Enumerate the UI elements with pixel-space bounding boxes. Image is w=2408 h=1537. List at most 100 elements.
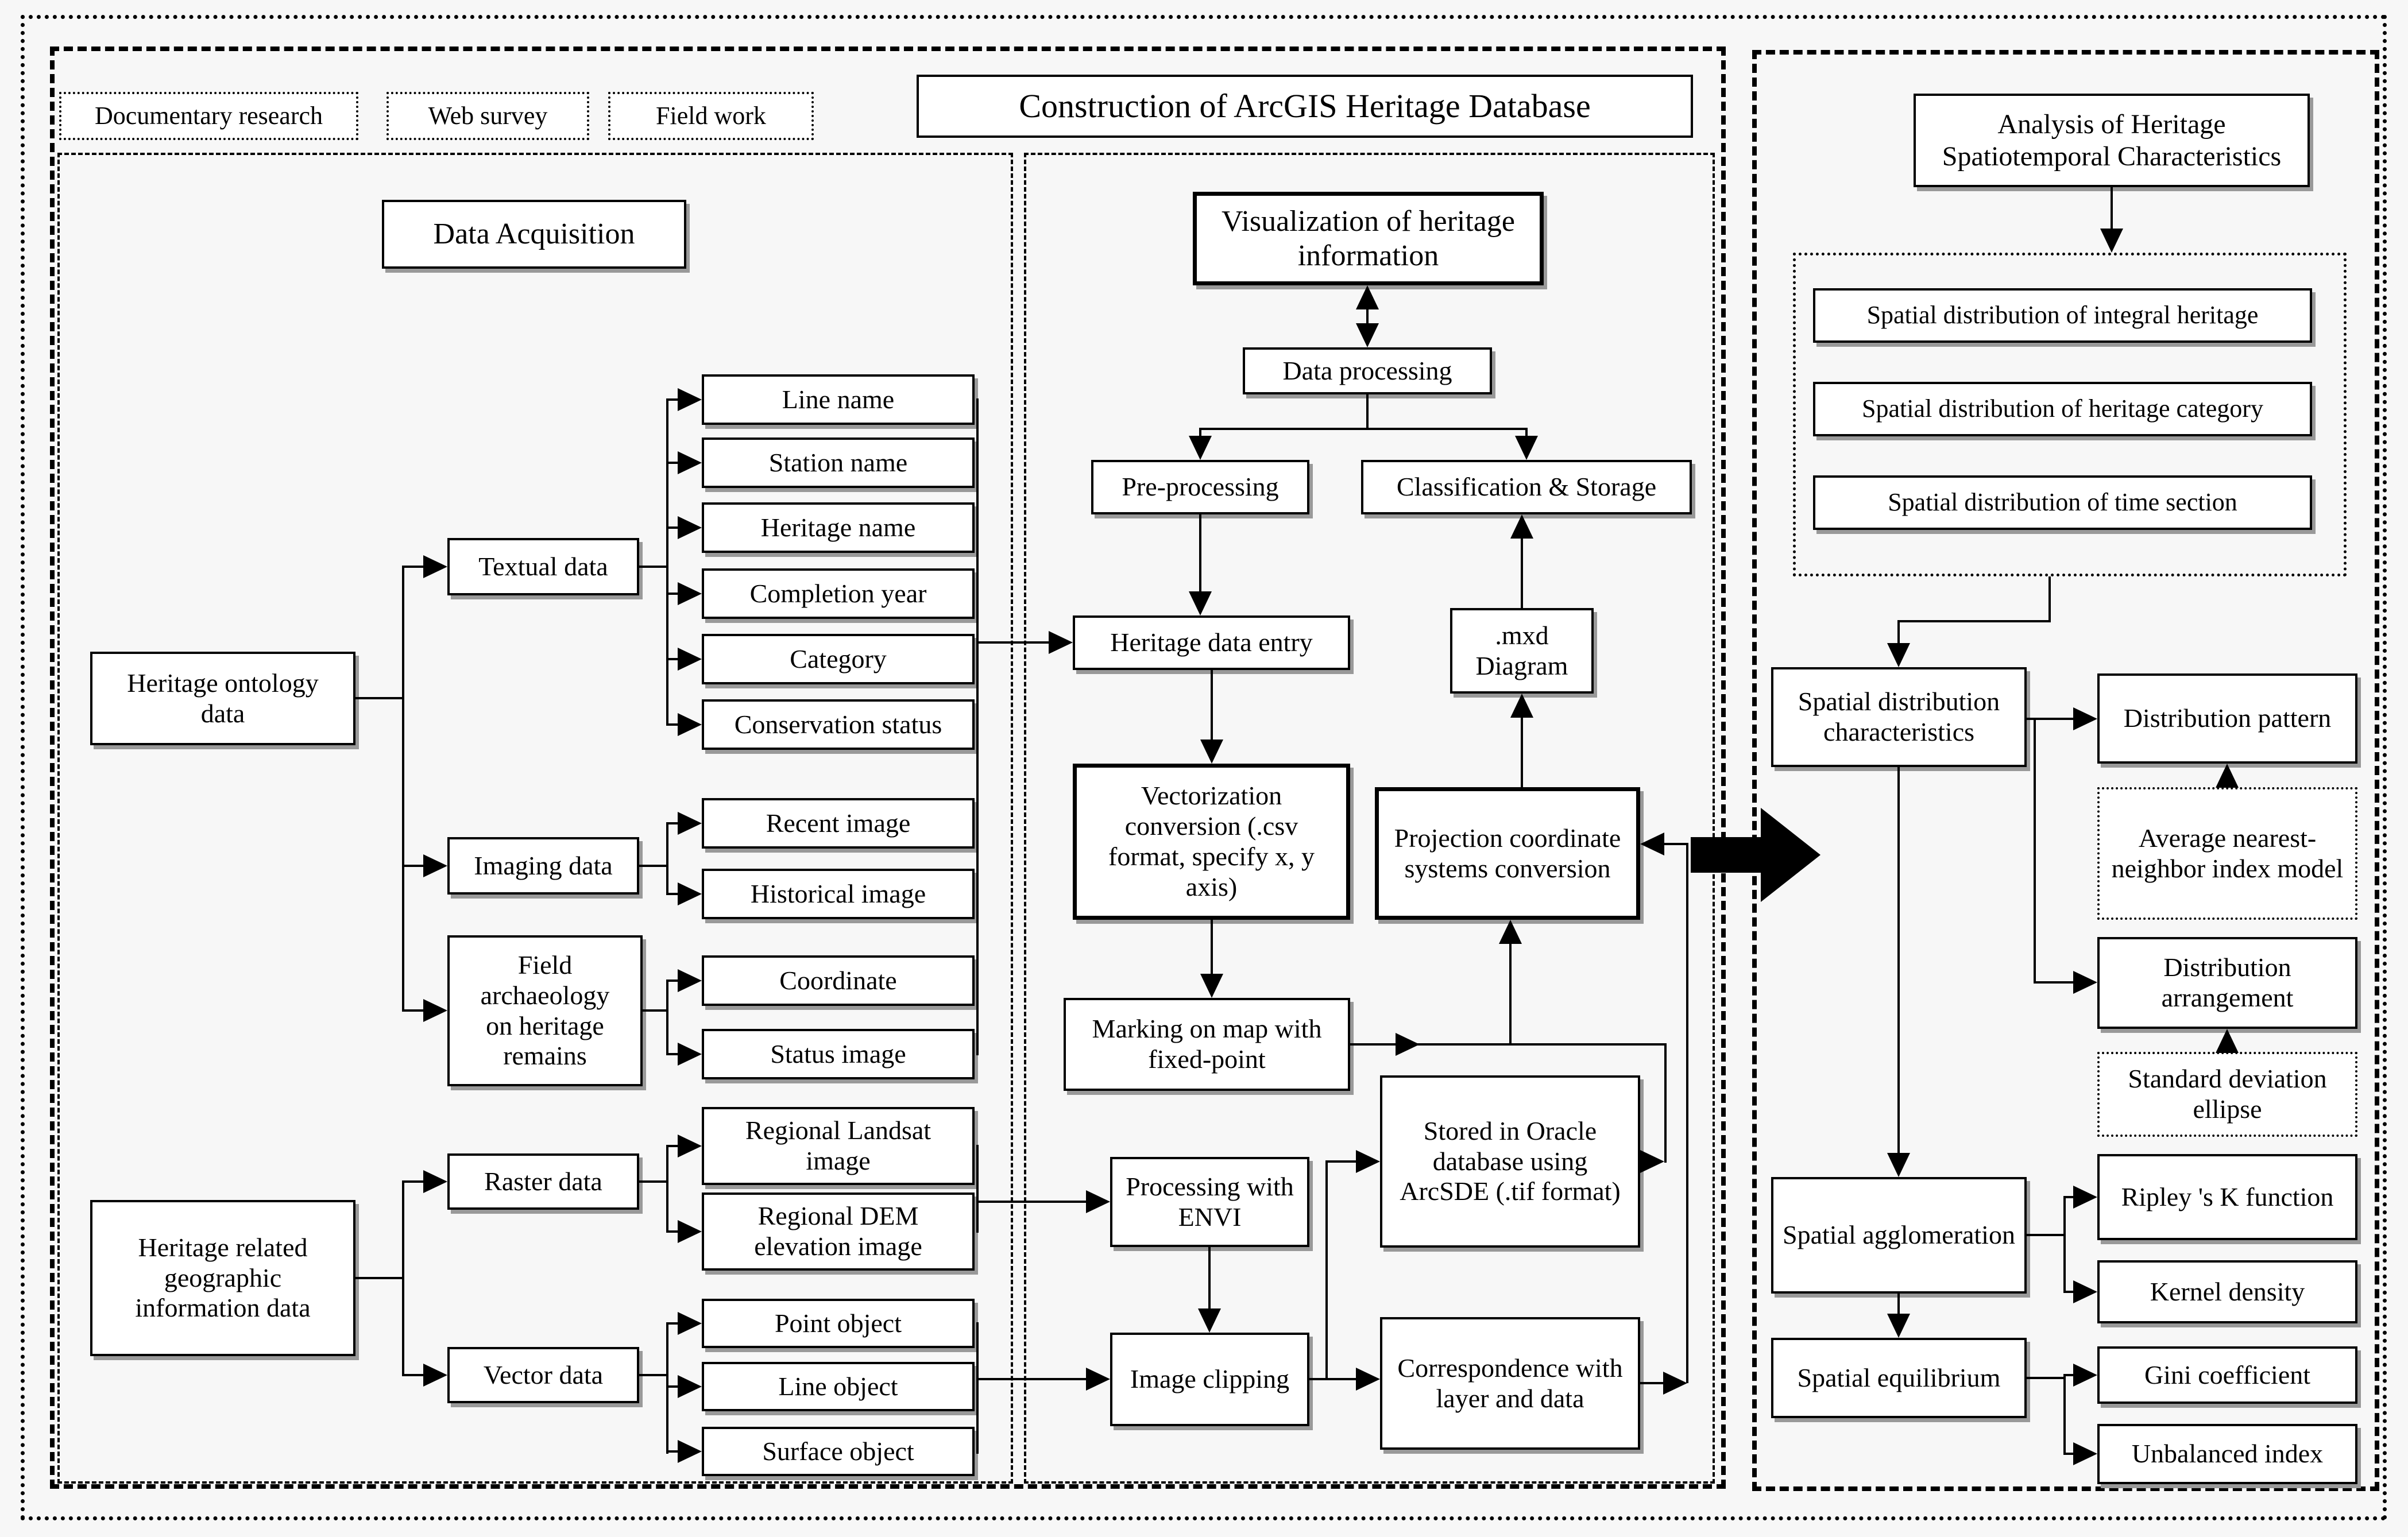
outer-dotted-frame [21, 15, 2387, 1520]
arrowhead [1356, 323, 1379, 347]
connector [2063, 1291, 2075, 1293]
node-point-object: Point object [702, 1299, 975, 1348]
arrowhead [678, 516, 702, 539]
spatial-distribution-dotted-frame [1793, 253, 2347, 576]
arrowhead [2073, 1186, 2097, 1209]
arrowhead [678, 882, 702, 905]
connector [2048, 576, 2051, 621]
arrowhead [1086, 1368, 1110, 1391]
connector [1211, 920, 1213, 975]
node-vectorization: Vectorization conversion (.csv format, s… [1073, 764, 1350, 920]
construction-dashed-frame [50, 47, 1726, 1489]
arrowhead [2073, 707, 2097, 730]
node-surface-object: Surface object [702, 1427, 975, 1476]
arrowhead [1356, 1368, 1380, 1391]
connector [355, 1277, 402, 1279]
node-status-image: Status image [702, 1029, 975, 1079]
connector [2063, 1196, 2066, 1293]
connector [2034, 718, 2036, 984]
arrowhead [678, 388, 702, 411]
node-correspondence: Correspondence with layer and data [1380, 1317, 1640, 1450]
node-sd-integral: Spatial distribution of integral heritag… [1813, 288, 2312, 343]
node-visualization: Visualization of heritage information [1193, 192, 1544, 285]
arrowhead [678, 969, 702, 992]
arrowhead [1049, 631, 1073, 654]
data-acquisition-title: Data Acquisition [382, 200, 686, 269]
node-textual-data: Textual data [447, 538, 639, 595]
connector [666, 980, 680, 982]
node-completion-year: Completion year [702, 568, 975, 619]
connector [666, 822, 668, 895]
connector [1309, 1378, 1358, 1380]
node-imaging-data: Imaging data [447, 837, 639, 895]
connector [666, 980, 668, 1055]
node-spatial-dist-char: Spatial distribution characteristics [1771, 667, 2027, 767]
connector [402, 865, 425, 867]
connector [666, 462, 680, 464]
arrowhead [1887, 1314, 1910, 1338]
arrowhead [2073, 1442, 2097, 1465]
connector [355, 697, 402, 699]
arrowhead [1356, 285, 1379, 309]
connector [2063, 1374, 2075, 1376]
connector [666, 1230, 680, 1233]
node-category: Category [702, 634, 975, 684]
connector [1897, 620, 1900, 644]
connector [2027, 1234, 2066, 1236]
connector [666, 398, 680, 401]
node-std-ellipse: Standard deviation ellipse [2097, 1052, 2357, 1137]
arrowhead [2216, 764, 2239, 788]
node-coordinate: Coordinate [702, 955, 975, 1006]
arrowhead [1086, 1190, 1110, 1213]
node-stored-oracle: Stored in Oracle database using ArcSDE (… [1380, 1075, 1640, 1248]
connector [639, 566, 666, 568]
arrowhead [1510, 514, 1533, 539]
arrowhead [2100, 229, 2123, 253]
connector [1325, 1160, 1328, 1379]
connector [639, 865, 666, 867]
arrowhead [1200, 740, 1223, 764]
connector [1366, 308, 1369, 324]
connector [976, 1201, 1088, 1203]
connector [1350, 1043, 1667, 1046]
arrowhead [2073, 1364, 2097, 1387]
connector [2063, 1374, 2066, 1454]
arrowhead [423, 999, 447, 1022]
connector [666, 1322, 680, 1325]
arrowhead [1663, 1372, 1687, 1395]
connector [402, 566, 404, 1012]
arrowhead [678, 648, 702, 671]
arrowhead [1200, 974, 1223, 998]
connector [1664, 1043, 1667, 1163]
node-sd-time: Spatial distribution of time section [1813, 475, 2312, 530]
arrowhead [2216, 1029, 2239, 1053]
connector [402, 1009, 425, 1012]
node-regional-dem: Regional DEM elevation image [702, 1193, 975, 1271]
construction-title: Construction of ArcGIS Heritage Database [917, 75, 1693, 138]
node-distribution-pattern: Distribution pattern [2097, 673, 2357, 764]
arrowhead [423, 1364, 447, 1387]
arrowhead [1396, 1033, 1420, 1056]
connector [2027, 1377, 2066, 1379]
node-data-processing: Data processing [1243, 347, 1492, 394]
source-web-survey: Web survey [386, 92, 589, 140]
connector [666, 1322, 668, 1454]
connector [639, 1180, 666, 1183]
node-line-name: Line name [702, 374, 975, 425]
connector [1366, 394, 1369, 429]
connector [1199, 514, 1201, 593]
arrowhead [678, 1220, 702, 1243]
connector [666, 1385, 680, 1388]
connector [666, 593, 680, 595]
source-documentary-research: Documentary research [59, 92, 358, 140]
arrowhead [1887, 643, 1910, 667]
connector [2063, 1453, 2075, 1455]
node-heritage-ontology: Heritage ontology data [90, 652, 355, 745]
node-avg-nn: Average nearest-neighbor index model [2097, 787, 2357, 920]
node-field-archaeology: Field archaeology on heritage remains [447, 935, 643, 1086]
panel-transition-arrowhead [1761, 808, 1821, 902]
arrowhead [678, 812, 702, 835]
arrowhead [678, 1312, 702, 1335]
arrowhead [1640, 833, 1664, 855]
